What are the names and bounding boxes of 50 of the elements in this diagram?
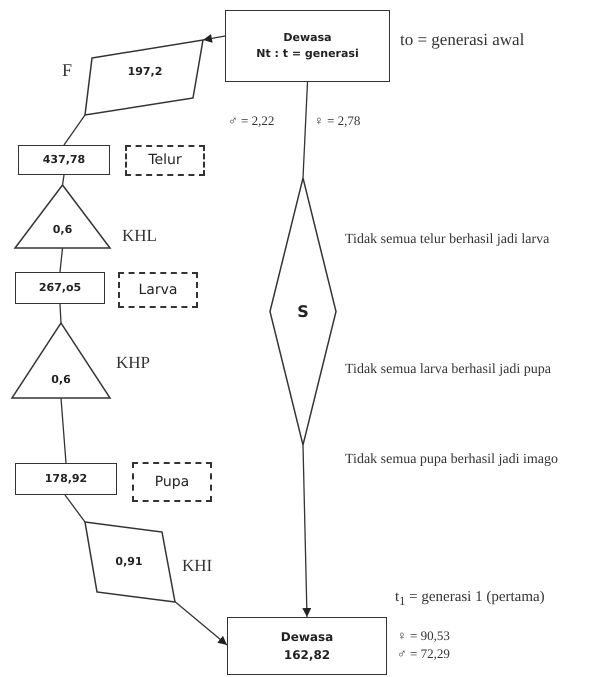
node-text: 0,6	[51, 372, 71, 388]
note-text: ♂ = 2,22	[228, 113, 274, 129]
node-text: Pupa	[154, 472, 190, 492]
connector-line	[59, 304, 62, 324]
process-box	[18, 145, 110, 175]
node-text: 0,6	[52, 222, 72, 238]
process-box	[227, 617, 387, 675]
node-text: Larva	[138, 280, 178, 300]
connector-line	[63, 114, 86, 146]
rate-label: KHL	[122, 226, 157, 246]
stage-label	[118, 272, 198, 308]
connector-line	[302, 82, 308, 178]
rate-parallelogram	[83, 522, 175, 602]
process-box	[225, 10, 390, 82]
note-text: Tidak semua pupa berhasil jadi imago	[345, 452, 558, 469]
node-text: 0,91	[115, 554, 143, 570]
node-text: 267,o5	[38, 280, 82, 296]
node-text: Nt : t = generasi	[256, 46, 359, 62]
rate-label: KHP	[116, 353, 150, 374]
connector-line	[59, 248, 64, 272]
note-text: ♀ = 2,78	[314, 113, 360, 129]
node-text: 162,82	[284, 647, 330, 664]
arrow	[302, 444, 312, 618]
node-text: Dewasa	[280, 629, 334, 646]
note-text: to = generasi awal	[400, 30, 524, 50]
note-text: ♂ = 72,29	[397, 646, 450, 662]
arrow	[172, 600, 228, 646]
process-box	[15, 272, 105, 304]
node-text: Telur	[148, 151, 182, 170]
stage-label	[125, 145, 205, 176]
arrow	[202, 34, 226, 43]
connector-line	[64, 494, 86, 522]
process-box	[15, 463, 117, 495]
rate-label: F	[62, 60, 72, 82]
survival-diamond	[270, 178, 336, 445]
node-text: 178,92	[44, 470, 88, 487]
note-text: t$_{1}$ = generasi 1 (pertama)	[395, 588, 545, 609]
rate-triangle	[15, 185, 110, 248]
node-text: Dewasa	[283, 30, 332, 46]
connector-line	[60, 398, 67, 464]
note-text: ♀ = 90,53	[397, 628, 450, 644]
node-text: 437,78	[42, 152, 86, 168]
rate-label: KHI	[182, 556, 212, 576]
note-text: Tidak semua telur berhasil jadi larva	[345, 232, 550, 249]
rate-triangle	[12, 323, 110, 398]
connector-line	[62, 174, 65, 186]
stage-label	[132, 462, 212, 502]
node-text: S	[297, 300, 309, 322]
node-text: 197,2	[128, 64, 162, 80]
note-text: Tidak semua larva berhasil jadi pupa	[345, 362, 551, 379]
